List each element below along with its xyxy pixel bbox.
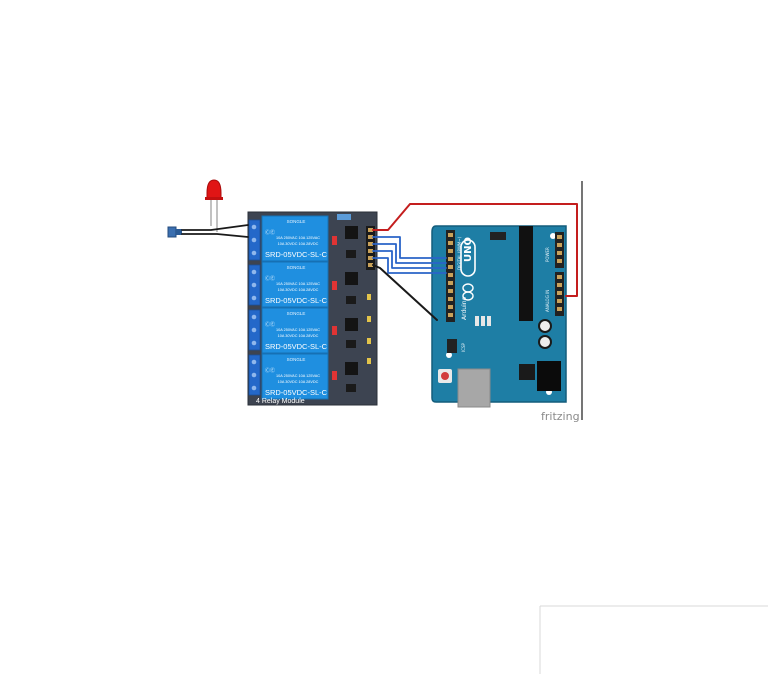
icsp-label: ICSP xyxy=(461,342,466,352)
optocoupler xyxy=(345,272,358,285)
arduino-uno-board: DIGITAL (PWM~) UNO Arduino POWER ANALOG … xyxy=(431,225,567,408)
relay-3: SONGLE ⒸⒺ 10A 250VAC 10A 125VAC 10A 30VD… xyxy=(261,307,329,354)
wire-blue-signal xyxy=(372,257,447,274)
optocoupler xyxy=(345,226,358,239)
relay-1: SONGLE ⒸⒺ 10A 250VAC 10A 125VAC 10A 30VD… xyxy=(261,215,329,262)
power-label: POWER xyxy=(545,247,550,262)
analog-label: ANALOG IN xyxy=(545,290,550,312)
relay-ce-mark: ⒸⒺ xyxy=(265,321,275,328)
relay-ce-mark: ⒸⒺ xyxy=(265,229,275,236)
relay-spec-line2: 10A 30VDC 10A 28VDC xyxy=(278,242,319,246)
dc-power-jack xyxy=(537,361,561,391)
arduino-brand: Arduino xyxy=(461,296,468,320)
digital-label: DIGITAL (PWM~) xyxy=(457,236,462,270)
fritzing-watermark: fritzing xyxy=(541,410,580,423)
icsp-header-bottom xyxy=(447,339,457,353)
jumper xyxy=(337,214,351,220)
wire-blue-signal xyxy=(372,236,447,259)
relay-brand: SONGLE xyxy=(287,219,306,224)
status-led xyxy=(332,326,337,335)
wire-black-gnd xyxy=(372,264,438,321)
relay-model: SRD-05VDC-SL-C xyxy=(265,296,328,305)
relay-ce-mark: ⒸⒺ xyxy=(265,275,275,282)
relay-ce-mark: ⒸⒺ xyxy=(265,367,275,374)
relay-brand: SONGLE xyxy=(287,357,306,362)
relay-model: SRD-05VDC-SL-C xyxy=(265,388,328,397)
uno-logo: UNO xyxy=(460,237,476,277)
status-led xyxy=(332,371,337,380)
relay-brand: SONGLE xyxy=(287,311,306,316)
icsp-header-top xyxy=(490,232,506,240)
relay-module-label: 4 Relay Module xyxy=(256,398,305,405)
arduino-infinity-logo xyxy=(462,283,474,301)
status-led xyxy=(332,281,337,290)
wire-blue-signal xyxy=(372,250,447,269)
svg-text:UNO: UNO xyxy=(463,237,474,262)
relay-4: SONGLE ⒸⒺ 10A 250VAC 10A 125VAC 10A 30VD… xyxy=(261,353,329,400)
relay-spec-line2: 10A 30VDC 10A 28VDC xyxy=(278,288,319,292)
mounting-hole xyxy=(550,233,556,239)
red-led xyxy=(205,179,223,232)
relay-model: SRD-05VDC-SL-C xyxy=(265,342,328,351)
relay-2: SONGLE ⒸⒺ 10A 250VAC 10A 125VAC 10A 30VD… xyxy=(261,261,329,308)
relay-module-board: SONGLE ⒸⒺ 10A 250VAC 10A 125VAC 10A 30VD… xyxy=(247,211,378,406)
wire-red-vcc xyxy=(372,203,578,297)
usb-port xyxy=(457,368,491,408)
power-connector xyxy=(167,226,182,238)
relay-spec-line1: 10A 250VAC 10A 125VAC xyxy=(276,236,320,240)
relay-spec-line1: 10A 250VAC 10A 125VAC xyxy=(276,374,320,378)
relay-model: SRD-05VDC-SL-C xyxy=(265,250,328,259)
optocoupler xyxy=(345,318,358,331)
atmega-chip xyxy=(519,226,533,321)
relay-spec-line1: 10A 250VAC 10A 125VAC xyxy=(276,328,320,332)
relay-brand: SONGLE xyxy=(287,265,306,270)
mounting-hole xyxy=(446,352,452,358)
wire-blue-signal xyxy=(372,243,447,264)
input-pin-header xyxy=(366,226,375,270)
status-led xyxy=(332,236,337,245)
relay-spec-line1: 10A 250VAC 10A 125VAC xyxy=(276,282,320,286)
power-pin-header xyxy=(555,232,564,268)
usb-chip xyxy=(519,364,535,380)
relay-spec-line2: 10A 30VDC 10A 28VDC xyxy=(278,380,319,384)
relay-spec-line2: 10A 30VDC 10A 28VDC xyxy=(278,334,319,338)
optocoupler xyxy=(345,362,358,375)
wire-black-led xyxy=(181,224,249,231)
wire-black-led xyxy=(181,233,249,238)
